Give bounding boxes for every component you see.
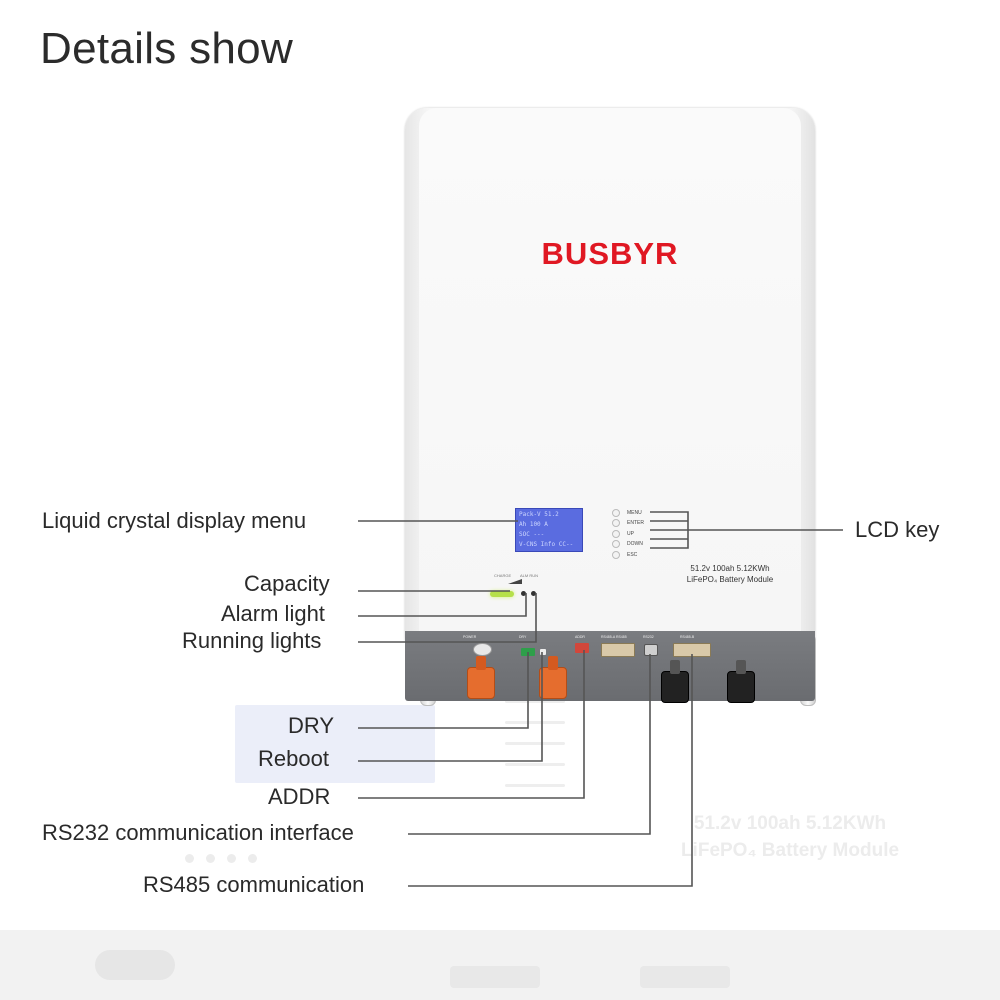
rs232-port <box>644 644 658 656</box>
key-enter[interactable]: ENTER <box>612 519 644 528</box>
callout-running: Running lights <box>182 628 322 653</box>
addr-switch[interactable] <box>575 643 589 653</box>
ghost-panel <box>0 930 1000 1000</box>
key-esc[interactable]: ESC <box>612 550 644 559</box>
battery-body: BUSBYR Pack-V 51.2 Ah 100 A SOC --- V-CN… <box>405 108 815 643</box>
callout-rs485: RS485 communication <box>143 872 365 897</box>
key-button-icon <box>612 508 620 517</box>
leader-alarm <box>358 593 527 617</box>
leader-running <box>358 593 537 643</box>
leader-addr <box>358 650 585 799</box>
alarm-led <box>521 591 526 596</box>
running-led <box>531 591 536 596</box>
lcd-screen: Pack-V 51.2 Ah 100 A SOC --- V-CNS Info … <box>515 508 583 552</box>
rs485-port <box>601 643 635 657</box>
capacity-led <box>490 591 514 597</box>
ghost-leds <box>185 850 269 868</box>
indicator-group: CHARGE ALM RUN <box>490 573 570 603</box>
positive-terminal-2 <box>539 656 567 699</box>
callout-capacity: Capacity <box>244 571 330 596</box>
spec-label: 51.2v 100ah 5.12KWh LiFePO₄ Battery Modu… <box>686 564 774 584</box>
key-button-icon <box>612 519 620 527</box>
ghost-lcd <box>235 705 435 783</box>
lcd-keys: MENU ENTER UP DOWN ESC <box>612 508 644 561</box>
leader-reboot <box>358 652 543 762</box>
callout-alarm: Alarm light <box>221 601 325 626</box>
battery-front <box>419 108 801 643</box>
callout-lcd-menu: Liquid crystal display menu <box>42 508 307 533</box>
connector-panel: POWER DRY ADDR RS485-A RS485 RS232 RS485… <box>405 631 815 703</box>
callout-addr: ADDR <box>268 784 331 809</box>
brand-logo: BUSBYR <box>541 236 679 271</box>
callout-reboot: Reboot <box>258 746 329 771</box>
leader-lcd-key-bracket <box>650 511 689 549</box>
positive-terminal <box>467 656 495 699</box>
leader-rs485 <box>408 654 693 887</box>
power-button[interactable] <box>473 643 492 656</box>
negative-terminal <box>661 660 689 703</box>
ghost-keys <box>505 700 565 800</box>
key-menu[interactable]: MENU <box>612 508 644 517</box>
key-down[interactable]: DOWN <box>612 540 644 549</box>
reboot-button[interactable] <box>540 649 546 655</box>
key-up[interactable]: UP <box>612 529 644 538</box>
callout-rs232: RS232 communication interface <box>42 820 354 845</box>
negative-terminal-2 <box>727 660 755 703</box>
callout-dry: DRY <box>288 713 335 738</box>
ghost-spec: 51.2v 100ah 5.12KWh LiFePO₄ Battery Modu… <box>680 813 900 861</box>
leader-dry <box>358 652 529 729</box>
key-button-icon <box>612 540 620 548</box>
leader-rs232 <box>408 654 651 835</box>
capacity-wedge-icon <box>508 579 522 584</box>
key-button-icon <box>612 529 620 538</box>
key-button-icon <box>612 550 620 559</box>
callout-lcd-key: LCD key <box>855 517 940 542</box>
page-title: Details show <box>40 24 294 73</box>
